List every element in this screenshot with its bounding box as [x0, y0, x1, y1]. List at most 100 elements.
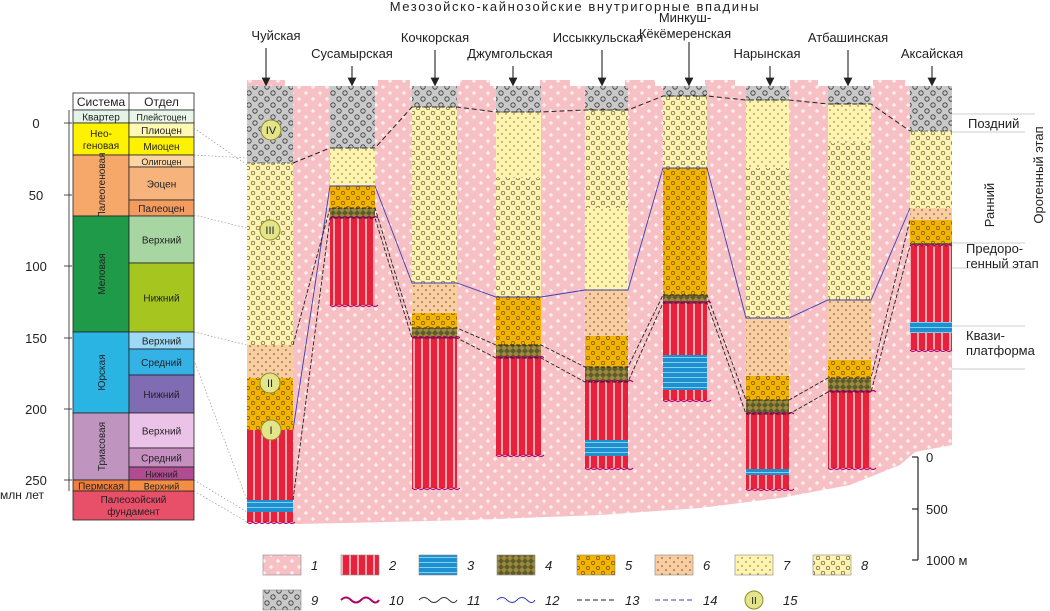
stage-marker-label: IV — [266, 125, 277, 137]
series-label: Миоцен — [143, 142, 179, 153]
time-tick-label: 150 — [25, 331, 47, 346]
layer-blue — [247, 500, 293, 512]
legend-swatch — [654, 554, 694, 576]
layer-blue — [585, 440, 628, 456]
series-label: Верхний — [142, 337, 181, 348]
series-label: Плиоцен — [141, 126, 182, 137]
system-label: Квартер — [82, 113, 120, 124]
legend-swatch — [734, 554, 774, 576]
legend-label: 8 — [861, 558, 869, 573]
legend-label: 4 — [545, 558, 552, 573]
legend-swatch — [418, 554, 458, 576]
layer-red — [585, 456, 628, 468]
stage-labels: Поздний Ранний Орогенный этап Предоро- г… — [952, 113, 1046, 370]
legend-label: 10 — [389, 593, 404, 608]
layer-ylight — [746, 100, 789, 168]
legend-label: 11 — [467, 593, 481, 608]
stage-late: Поздний — [968, 116, 1019, 131]
layer-olive — [585, 367, 628, 382]
layer-yo — [663, 96, 707, 168]
section-column — [745, 86, 795, 492]
layer-olive — [330, 208, 375, 218]
header-system: Система — [77, 95, 126, 109]
layer-yo — [496, 178, 541, 297]
series-label: Средний — [141, 454, 182, 465]
layer-blue — [663, 355, 707, 390]
layer-peach — [828, 300, 871, 360]
layer-red — [585, 382, 628, 440]
layer-yo — [746, 168, 789, 318]
system-label: Юрская — [97, 354, 108, 390]
section-column — [827, 86, 877, 471]
layer-olive — [412, 328, 457, 338]
system-label: Палеозойский — [101, 495, 167, 506]
system-cell — [72, 412, 130, 481]
layer-ylight — [330, 148, 375, 186]
legend-item — [418, 597, 458, 603]
layer-red — [412, 338, 457, 488]
series-cell — [128, 166, 195, 201]
stage-marker-label: III — [265, 225, 274, 237]
legend-label: 15 — [783, 593, 798, 608]
series-label: Плейстоцен — [136, 113, 186, 123]
layer-grey — [585, 86, 628, 110]
depression-label: Атбашинская — [808, 30, 888, 45]
series-label: Верхний — [142, 236, 181, 247]
legend-item — [340, 596, 380, 604]
layer-ylight — [585, 208, 628, 290]
layer-olive — [663, 295, 707, 303]
legend-item — [262, 589, 302, 611]
section-column — [329, 86, 379, 308]
depth-scale: 0 500 1000 м — [912, 450, 968, 568]
layer-yo — [910, 131, 952, 208]
layer-orange — [746, 376, 789, 400]
depth-tick-1000: 1000 м — [926, 553, 968, 568]
layer-red — [663, 303, 707, 355]
series-cell — [128, 348, 195, 376]
section-column — [411, 86, 461, 491]
legend-swatch — [812, 554, 852, 576]
layer-yo — [828, 143, 871, 300]
layer-peach — [412, 283, 457, 313]
svg-text:II: II — [751, 596, 757, 607]
series-cell — [128, 262, 195, 333]
series-label: Верхний — [144, 482, 179, 492]
series-label: Нижний — [145, 470, 178, 480]
depression-label: Джумгольская — [467, 46, 552, 61]
system-label: Пермская — [78, 482, 124, 493]
legend-label: 13 — [625, 593, 640, 608]
layer-olive — [496, 345, 541, 358]
layer-red — [746, 414, 789, 469]
time-tick-label: 50 — [29, 188, 43, 203]
layer-orange — [828, 360, 871, 378]
series-label: Олигоцен — [141, 157, 181, 167]
stage-orogenic: Орогенный этап — [1031, 126, 1046, 223]
layer-peach — [910, 208, 952, 220]
system-label: Меловая — [97, 253, 108, 294]
series-label: Палеоцен — [138, 204, 184, 215]
section-column — [495, 86, 545, 458]
system-cell — [72, 215, 130, 333]
layer-blue — [746, 469, 789, 475]
layer-orange — [910, 220, 952, 243]
stage-marker-label: II — [267, 378, 273, 390]
legend-label: 5 — [625, 558, 633, 573]
correlation-lines — [292, 95, 911, 501]
sections-columns — [246, 86, 953, 525]
legend-label: 1 — [311, 558, 318, 573]
layer-red — [910, 246, 952, 322]
layer-grey — [910, 86, 952, 131]
stage-early: Ранний — [982, 183, 997, 227]
series-cell — [128, 412, 195, 449]
legend-swatch — [340, 554, 380, 576]
layer-red — [330, 218, 375, 305]
layer-yo — [585, 110, 628, 208]
series-label: Нижний — [143, 390, 179, 401]
layer-red — [247, 512, 293, 522]
system-label: Палеогеновая — [97, 153, 108, 219]
system-label: Нео- — [90, 129, 112, 140]
layer-red — [247, 430, 293, 500]
section-column — [909, 86, 953, 353]
